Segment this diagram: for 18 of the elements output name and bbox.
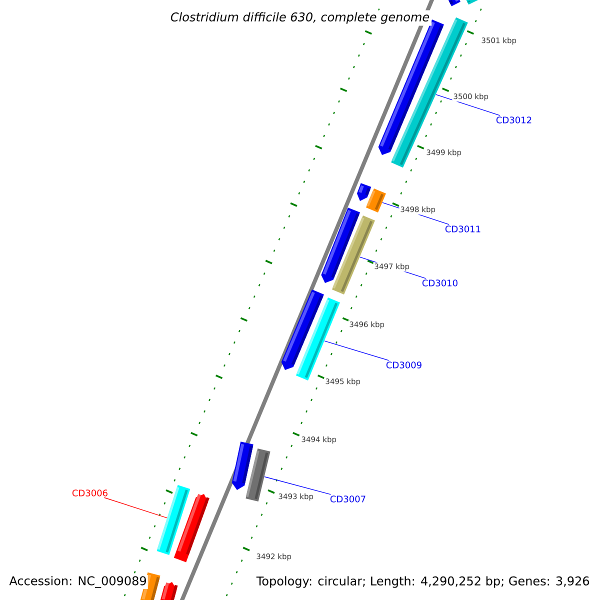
genome-info-text: Topology: circular; Length: 4,290,252 bp; Genes: 3,926 [255,575,591,589]
gene-label: CD3006 [72,490,108,496]
gene-label: CD3011 [445,226,480,232]
leader-line [264,476,332,495]
gene-bar [332,216,375,294]
gene-bar [156,485,190,555]
gene-bar [246,448,270,502]
leader-line [104,497,168,518]
leader-line [436,94,500,116]
gene-label: CD3007 [330,496,366,502]
leader-line [324,340,390,361]
gene-label: CD3010 [422,280,458,286]
gene-label: CD3009 [386,362,422,368]
gene-bar [366,188,386,213]
gene-bar [296,298,340,380]
title: Clostridium difficile 630, complete genome [168,10,432,26]
gene-label: CD3012 [496,116,532,124]
accession-text: Accession: NC_009089 [8,575,148,589]
